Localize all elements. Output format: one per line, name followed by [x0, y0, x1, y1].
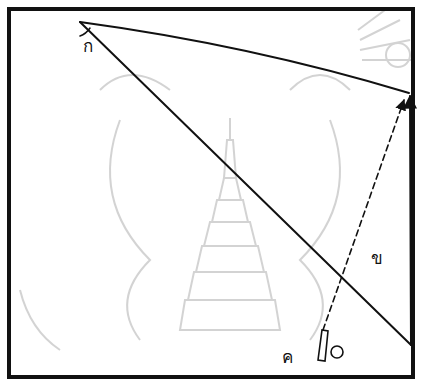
lower-line — [80, 22, 411, 345]
point-label: ค — [282, 349, 293, 366]
vertical-arrow — [410, 96, 411, 345]
dashed-arrow — [323, 100, 404, 330]
frame — [9, 9, 413, 377]
sight-lines — [80, 22, 411, 361]
upper-line — [80, 22, 409, 93]
point-label: ก — [83, 38, 93, 55]
angle-arc — [80, 28, 90, 36]
point-label: ข — [371, 250, 383, 267]
observer-post — [318, 330, 328, 361]
observer-eye — [331, 346, 343, 358]
watermark — [20, 10, 412, 350]
